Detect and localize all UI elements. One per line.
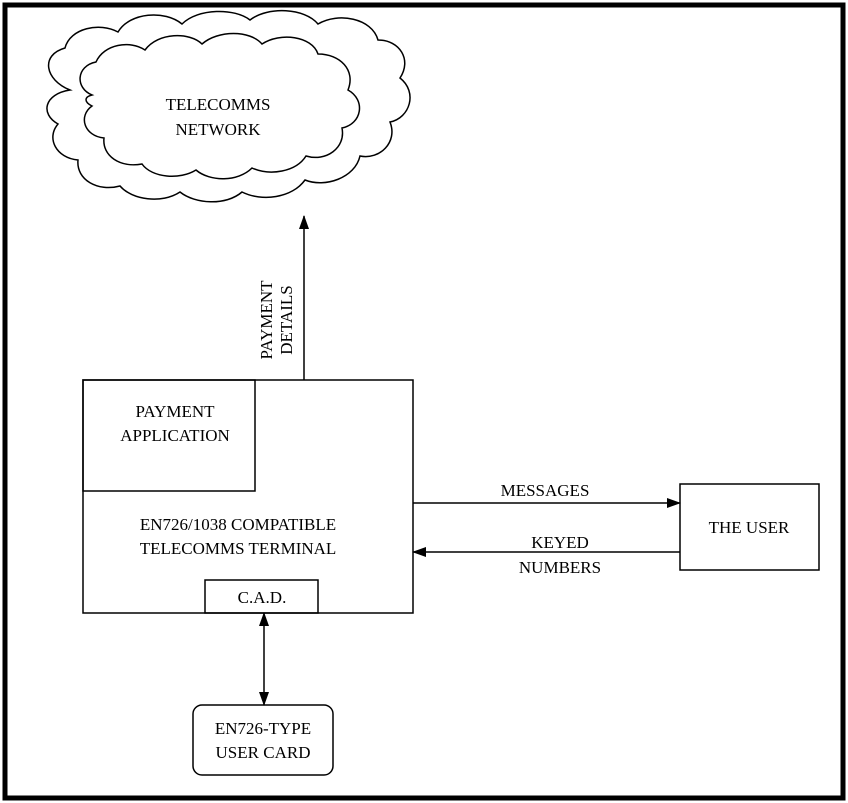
messages-label: MESSAGES	[501, 481, 590, 500]
cloud-label-line1: TELECOMMS	[166, 95, 271, 114]
user-card-line1: EN726-TYPE	[215, 719, 311, 738]
the-user-box: THE USER	[679, 483, 820, 571]
payment-application-box	[82, 379, 256, 492]
payment-details-label-line2: DETAILS	[277, 285, 296, 354]
cloud-outer-outline	[46, 9, 411, 203]
payment-details-label-line1: PAYMENT	[257, 280, 276, 360]
user-outline	[679, 483, 820, 571]
payment-application-line1: PAYMENT	[135, 402, 215, 421]
payment-application-line2: APPLICATION	[120, 426, 230, 445]
user-card-line2: USER CARD	[216, 743, 311, 762]
user-label: THE USER	[709, 518, 790, 537]
keyed-numbers-label-line2: NUMBERS	[519, 558, 601, 577]
terminal-title-line2: TELECOMMS TERMINAL	[140, 539, 337, 558]
cloud-inner-outline	[79, 32, 361, 180]
user-card-outline	[192, 704, 334, 776]
cad-label: C.A.D.	[238, 588, 287, 607]
telecomms-network-cloud: TELECOMMS NETWORK	[46, 9, 411, 203]
terminal-title-line1: EN726/1038 COMPATIBLE	[140, 515, 336, 534]
keyed-numbers-label-line1: KEYED	[531, 533, 589, 552]
cloud-label-line2: NETWORK	[176, 120, 262, 139]
user-card-box: EN726-TYPE USER CARD	[192, 704, 334, 776]
telecomms-terminal-box: PAYMENT APPLICATION EN726/1038 COMPATIBL…	[82, 379, 414, 614]
terminal-outline	[82, 379, 414, 614]
